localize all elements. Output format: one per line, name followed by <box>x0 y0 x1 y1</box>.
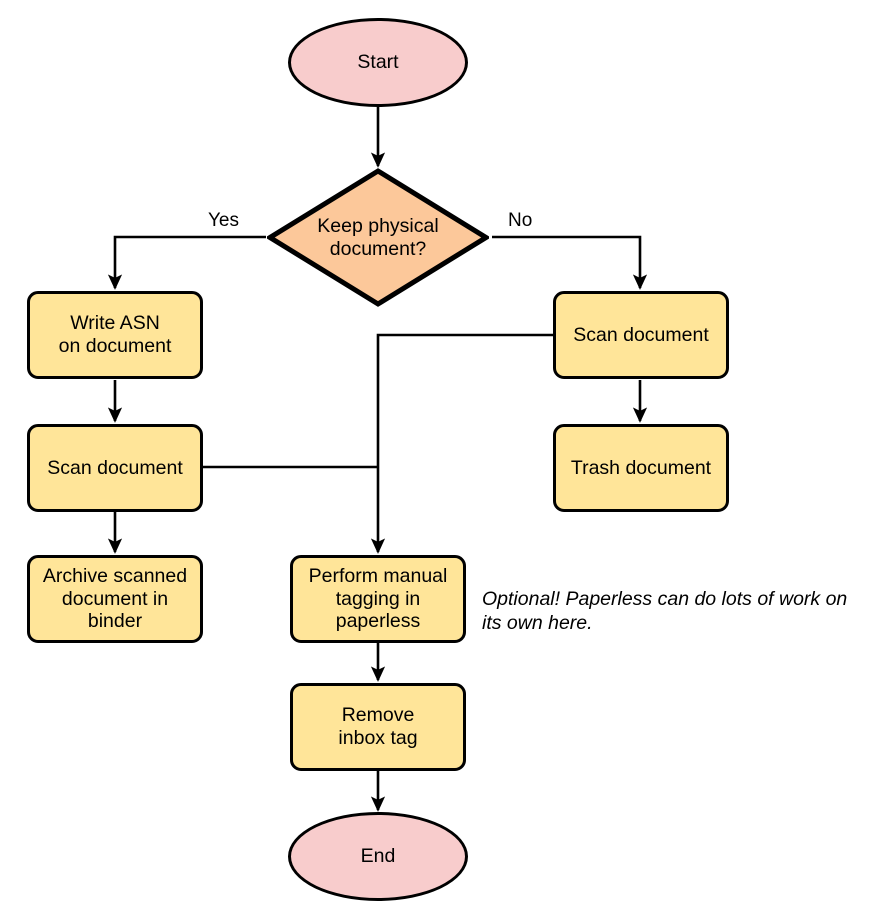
node-scan-document-right-label: Scan document <box>573 323 709 346</box>
node-write-asn-on-document[interactable]: Write ASN on document <box>27 291 203 379</box>
annotation-optional-note: Optional! Paperless can do lots of work … <box>482 588 848 634</box>
node-remove-inbox-tag[interactable]: Remove inbox tag <box>290 683 466 771</box>
node-start[interactable]: Start <box>288 18 468 107</box>
node-archive-label: Archive scanned document in binder <box>42 565 188 633</box>
node-trash-document-label: Trash document <box>570 456 712 479</box>
edge-scan-right-to-tagging <box>370 333 553 554</box>
node-scan-document-right[interactable]: Scan document <box>553 291 729 379</box>
node-scan-document-left-label: Scan document <box>47 456 183 479</box>
edge-decision-no-to-scan-right <box>492 235 648 290</box>
node-start-label: Start <box>357 51 399 74</box>
edge-decision-yes-to-write-asn <box>107 235 266 290</box>
node-end[interactable]: End <box>288 812 468 901</box>
edge-label-yes: Yes <box>208 210 239 231</box>
edge-label-no: No <box>508 210 533 231</box>
node-perform-manual-tagging-label: Perform manual tagging in paperless <box>308 565 448 633</box>
node-write-asn-label: Write ASN on document <box>58 312 172 357</box>
node-end-label: End <box>360 845 396 868</box>
decision-diamond-shape <box>267 168 489 307</box>
node-trash-document[interactable]: Trash document <box>553 424 729 512</box>
node-decision-label: Keep physical document? <box>317 214 439 260</box>
node-perform-manual-tagging[interactable]: Perform manual tagging in paperless <box>290 555 466 643</box>
node-archive-scanned-document[interactable]: Archive scanned document in binder <box>27 555 203 643</box>
node-remove-inbox-tag-label: Remove inbox tag <box>338 704 418 749</box>
node-decision-keep-physical-document[interactable]: Keep physical document? <box>267 168 489 307</box>
node-scan-document-left[interactable]: Scan document <box>27 424 203 512</box>
